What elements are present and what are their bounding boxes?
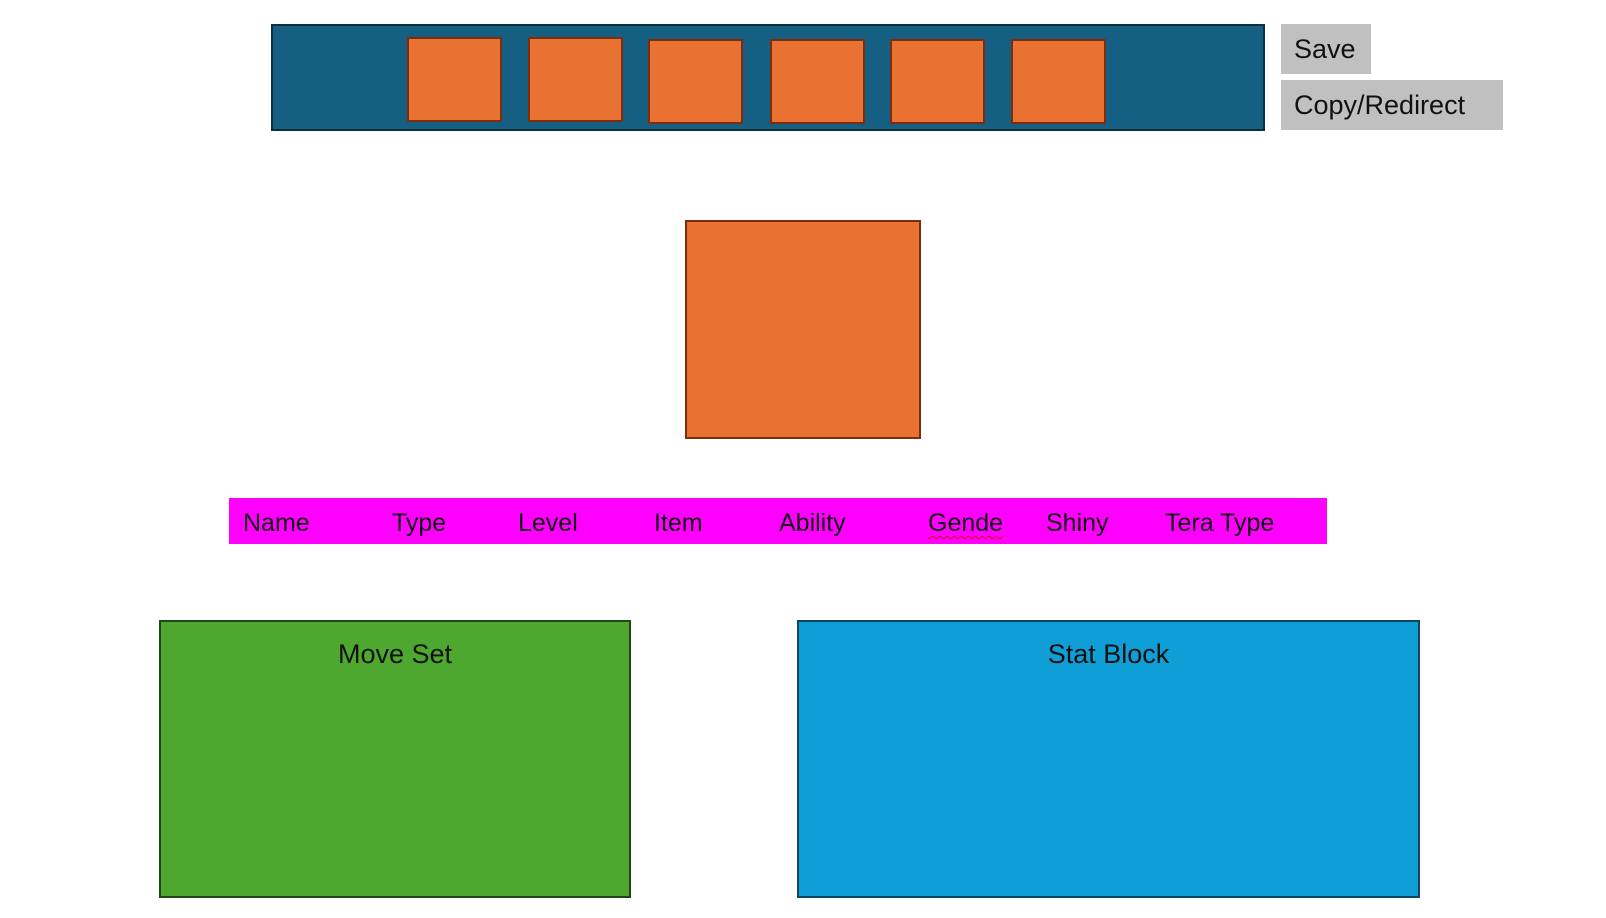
team-bar [271, 24, 1265, 131]
team-slot-5[interactable] [890, 39, 985, 124]
attribute-bar: Name Type Level Item Ability Gende Shiny… [229, 498, 1327, 544]
attribute-tera-type[interactable]: Tera Type [1165, 509, 1275, 537]
attribute-item[interactable]: Item [654, 509, 703, 537]
team-slot-6[interactable] [1011, 39, 1106, 124]
attribute-level[interactable]: Level [518, 509, 578, 537]
move-set-panel[interactable]: Move Set [159, 620, 631, 898]
save-button[interactable]: Save [1281, 24, 1371, 74]
copy-redirect-button[interactable]: Copy/Redirect [1281, 80, 1503, 130]
team-slot-2[interactable] [528, 37, 623, 122]
attribute-ability[interactable]: Ability [779, 509, 846, 537]
attribute-name[interactable]: Name [243, 509, 310, 537]
attribute-gender[interactable]: Gende [928, 509, 1004, 537]
move-set-title: Move Set [337, 639, 453, 669]
team-slot-4[interactable] [770, 39, 865, 124]
team-slot-1[interactable] [407, 37, 502, 122]
stat-block-panel[interactable]: Stat Block [797, 620, 1420, 898]
team-slot-3[interactable] [648, 39, 743, 124]
pokemon-preview [685, 220, 921, 439]
stat-block-title: Stat Block [1047, 639, 1170, 669]
attribute-shiny[interactable]: Shiny [1046, 509, 1109, 537]
attribute-type[interactable]: Type [392, 509, 447, 537]
